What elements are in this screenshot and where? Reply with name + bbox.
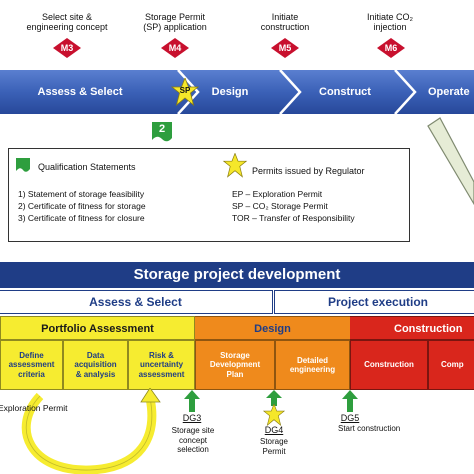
band-construction: Construction [350,316,474,340]
activity-construction: Construction [350,340,428,390]
exploration-permit-label: Exploration Permit [0,403,68,413]
milestone-m6-id: M6 [384,43,398,53]
milestone-m5-label: Initiate construction [260,12,310,32]
milestone-m6-label: Initiate CO₂ injection [366,12,413,32]
dg3-arrow-icon [184,390,200,412]
milestone-m5-diamond: M5 [271,38,299,58]
dg3-label: Storage site concept selection [171,426,215,454]
qualification-flag-icon [152,122,172,142]
activity-commissioning: Comp [428,340,474,390]
dg4-permit-star-icon [262,404,286,426]
legend-permit-item: EP – Exploration Permit [232,189,323,199]
dg4-label: Storage Permit [259,437,289,456]
milestone-m4-label: Storage Permit (SP) application [143,12,207,32]
legend-qualification-flag-icon [16,158,30,172]
band-design: Design [195,316,350,340]
iteration-loop-arrow [21,388,161,474]
activity-define-criteria: Define assessment criteria [0,340,63,390]
storage-project-title-bar: Storage project development [0,262,474,288]
legend-permit-item: TOR – Transfer of Responsibility [232,213,355,223]
sp-star-label: SP [179,86,191,95]
legend-qualification-title: Qualification Statements [38,162,136,172]
milestone-m3-id: M3 [60,43,74,53]
phase-operate: Operate [428,86,470,98]
grey-diagonal-arrow [427,117,474,206]
milestone-m3-label: Select site & engineering concept [26,12,108,32]
milestone-m6-diamond: M6 [377,38,405,58]
phase-construct: Construct [319,86,371,98]
legend-permit-item: SP – CO₂ Storage Permit [232,201,328,211]
legend-qualification-item: 2) Certificate of fitness for storage [18,201,146,211]
storage-project-title: Storage project development [133,266,341,283]
activity-data-acquisition: Data acquisition & analysis [63,340,128,390]
dg4-arrow-icon [266,390,282,406]
phase-assess-select: Assess & Select [37,86,123,98]
phase-design: Design [211,86,249,98]
dg5-arrow-icon [342,390,358,412]
legend-box [8,148,410,242]
milestone-m3-diamond: M3 [53,38,81,58]
section-project-execution: Project execution [274,290,474,314]
activity-storage-development-plan: Storage Development Plan [195,340,275,390]
sp-permit-star-icon [170,78,200,106]
dg4-id: DG4 [264,425,284,435]
dg3-id: DG3 [182,413,202,423]
legend-permit-star-icon [222,153,248,178]
milestone-m5-id: M5 [278,43,292,53]
activity-detailed-engineering: Detailed engineering [275,340,350,390]
milestone-m4-diamond: M4 [161,38,189,58]
legend-qualification-item: 3) Certificate of fitness for closure [18,213,145,223]
legend-permit-title: Permits issued by Regulator [252,166,365,176]
dg5-id: DG5 [340,413,360,423]
activity-risk-assessment: Risk & uncertainty assessment [128,340,195,390]
band-portfolio-assessment: Portfolio Assessment [0,316,195,340]
dg5-label: Start construction [338,424,401,433]
section-assess-select: Assess & Select [0,290,273,314]
legend-qualification-item: 1) Statement of storage feasibility [18,189,145,199]
phase-arrow-bar [0,69,474,115]
milestone-m4-id: M4 [168,43,182,53]
qualification-flag-number: 2 [158,123,166,135]
